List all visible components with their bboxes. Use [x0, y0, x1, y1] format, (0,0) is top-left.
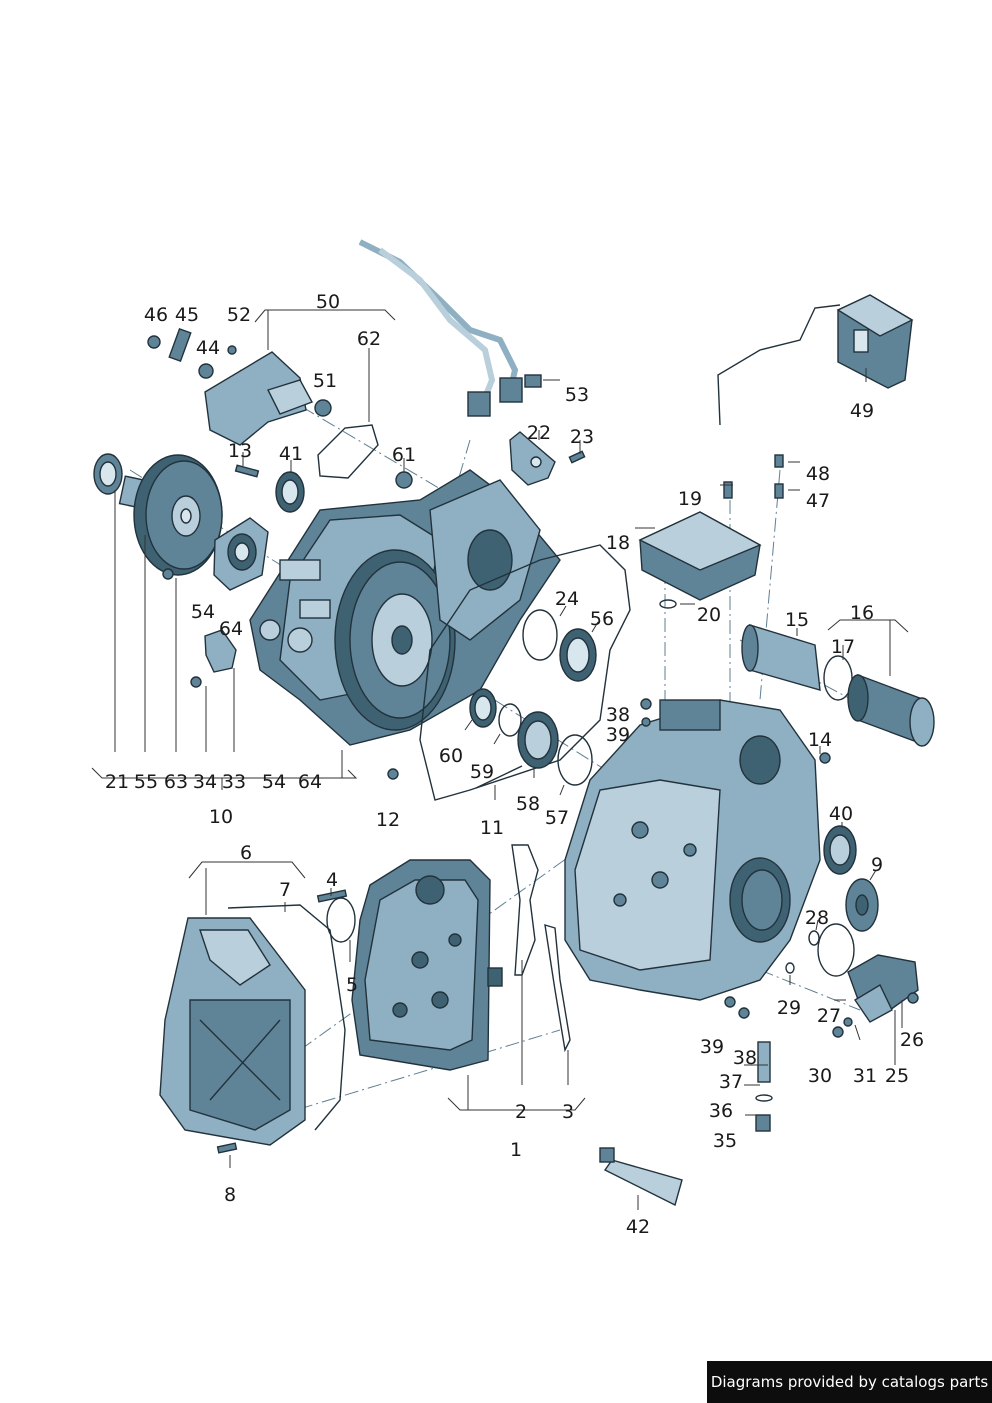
control-unit — [717, 294, 914, 499]
label-1: 1 — [510, 1139, 522, 1161]
label-13: 13 — [228, 440, 252, 462]
label-21: 21 — [105, 771, 129, 793]
label-24: 24 — [555, 588, 579, 610]
label-38-upper: 38 — [606, 704, 630, 726]
label-63: 63 — [164, 771, 188, 793]
label-26: 26 — [900, 1029, 924, 1051]
label-25: 25 — [885, 1065, 909, 1087]
seal-rings — [387, 609, 597, 789]
label-23: 23 — [570, 426, 594, 448]
label-20: 20 — [697, 604, 721, 626]
label-39-upper: 39 — [606, 724, 630, 746]
label-55: 55 — [134, 771, 158, 793]
label-39-lower: 39 — [700, 1036, 724, 1058]
label-12: 12 — [376, 809, 400, 831]
label-31: 31 — [853, 1065, 877, 1087]
label-48: 48 — [806, 463, 830, 485]
label-15: 15 — [785, 609, 809, 631]
sensor-bracket — [147, 327, 332, 446]
part-number-labels: 1 2 3 4 5 6 7 8 9 10 11 12 13 14 15 16 1… — [105, 291, 924, 1238]
label-51: 51 — [313, 370, 337, 392]
label-28: 28 — [805, 907, 829, 929]
label-6: 6 — [240, 842, 252, 864]
label-37: 37 — [719, 1071, 743, 1093]
right-small-parts — [640, 698, 919, 1038]
bearing-housing — [162, 517, 269, 688]
label-19: 19 — [678, 488, 702, 510]
oil-filter — [741, 624, 935, 764]
oil-cooler — [638, 481, 762, 609]
small-parts-upper — [234, 424, 413, 513]
label-14: 14 — [808, 729, 832, 751]
label-34: 34 — [193, 771, 217, 793]
housing-gasket — [419, 544, 631, 801]
credit-banner: Diagrams provided by catalogs parts — [707, 1361, 992, 1403]
label-42: 42 — [626, 1216, 650, 1238]
label-53: 53 — [565, 384, 589, 406]
label-36: 36 — [709, 1100, 733, 1122]
gearbox-case — [564, 699, 821, 1001]
valve-body — [351, 844, 571, 1071]
label-44: 44 — [196, 337, 220, 359]
label-3: 3 — [562, 1101, 574, 1123]
label-33: 33 — [222, 771, 246, 793]
label-62: 62 — [357, 328, 381, 350]
label-46: 46 — [144, 304, 168, 326]
oil-pipes — [358, 239, 542, 417]
label-17: 17 — [831, 636, 855, 658]
label-57: 57 — [545, 807, 569, 829]
label-22: 22 — [527, 422, 551, 444]
label-18: 18 — [606, 532, 630, 554]
label-56: 56 — [590, 608, 614, 630]
label-7: 7 — [279, 879, 291, 901]
label-64-lower: 64 — [298, 771, 322, 793]
oil-pan — [159, 904, 346, 1154]
label-45: 45 — [175, 304, 199, 326]
label-49: 49 — [850, 400, 874, 422]
label-64-upper: 64 — [219, 618, 243, 640]
label-30: 30 — [808, 1065, 832, 1087]
sealant-tube — [599, 1147, 683, 1207]
label-8: 8 — [224, 1184, 236, 1206]
label-2: 2 — [515, 1101, 527, 1123]
label-35: 35 — [713, 1130, 737, 1152]
label-4: 4 — [326, 869, 338, 891]
label-27: 27 — [817, 1005, 841, 1027]
label-52: 52 — [227, 304, 251, 326]
label-16: 16 — [850, 602, 874, 624]
label-54-upper: 54 — [191, 601, 215, 623]
label-54-lower: 54 — [262, 771, 286, 793]
label-60: 60 — [439, 745, 463, 767]
label-9: 9 — [871, 854, 883, 876]
label-41: 41 — [279, 443, 303, 465]
label-38-lower: 38 — [733, 1047, 757, 1069]
label-58: 58 — [516, 793, 540, 815]
bracket-22 — [509, 431, 586, 486]
drain-plug-parts — [755, 1041, 773, 1132]
label-47: 47 — [806, 490, 830, 512]
transmission-housing — [249, 469, 561, 746]
label-50: 50 — [316, 291, 340, 313]
label-40: 40 — [829, 803, 853, 825]
label-59: 59 — [470, 761, 494, 783]
label-5: 5 — [346, 974, 358, 996]
label-29: 29 — [777, 997, 801, 1019]
leader-lines — [91, 309, 909, 1210]
label-10: 10 — [209, 806, 233, 828]
label-11: 11 — [480, 817, 504, 839]
label-61: 61 — [392, 444, 416, 466]
seal-and-bolt — [316, 889, 356, 943]
gear-assembly — [93, 453, 223, 576]
